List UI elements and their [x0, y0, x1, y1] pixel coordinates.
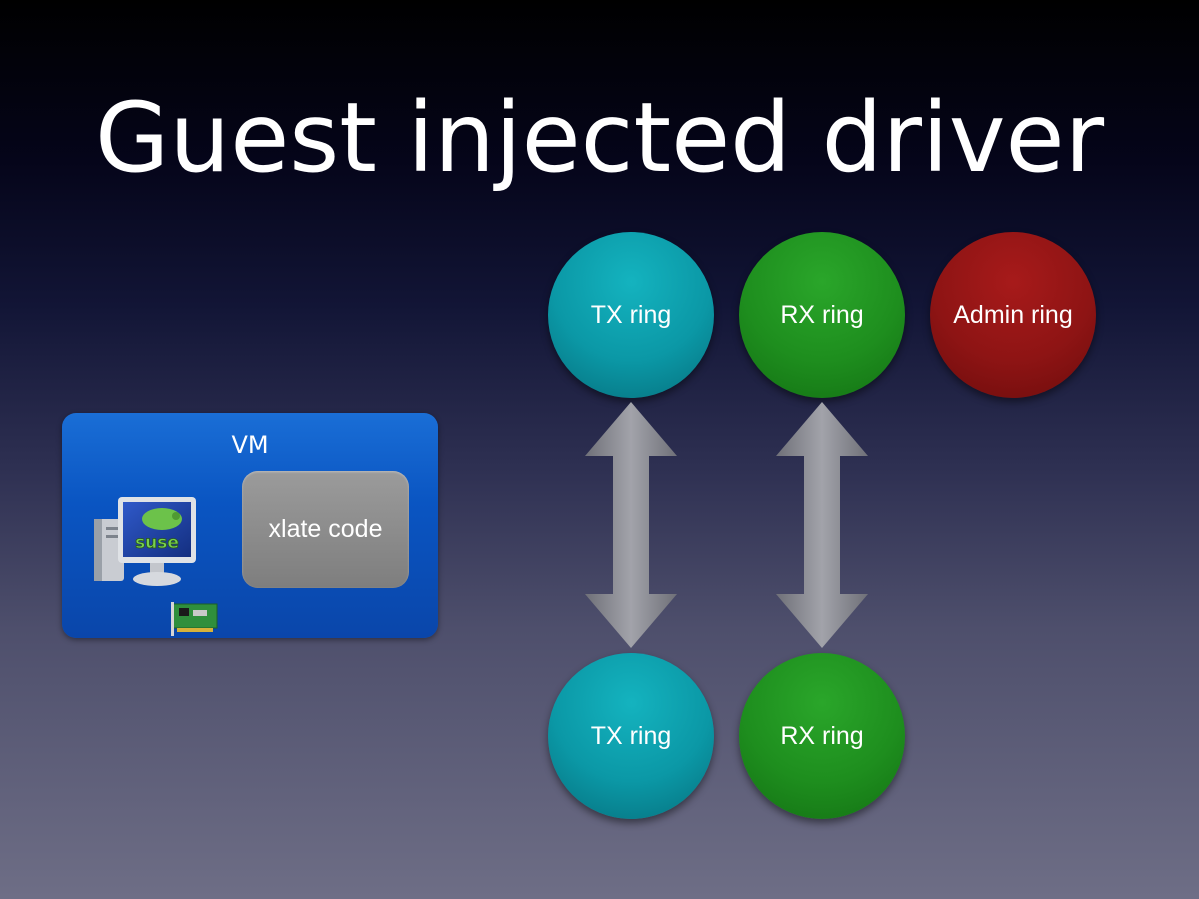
tx-double-arrow	[585, 402, 677, 648]
rx-double-arrow	[776, 402, 868, 648]
network-card-icon	[171, 602, 218, 636]
suse-computer-icon: suse	[94, 497, 196, 586]
bottom-tx-ring: TX ring	[548, 653, 714, 819]
admin-ring: Admin ring	[930, 232, 1096, 398]
top-rx-ring: RX ring	[739, 232, 905, 398]
vm-label: VM	[231, 431, 269, 459]
top-tx-ring: TX ring	[548, 232, 714, 398]
slide-title: Guest injected driver	[94, 82, 1105, 194]
xlate-code-box: xlate code	[242, 471, 409, 588]
svg-text:suse: suse	[135, 533, 179, 553]
vm-box: VM suse	[62, 413, 438, 638]
bottom-rx-ring: RX ring	[739, 653, 905, 819]
